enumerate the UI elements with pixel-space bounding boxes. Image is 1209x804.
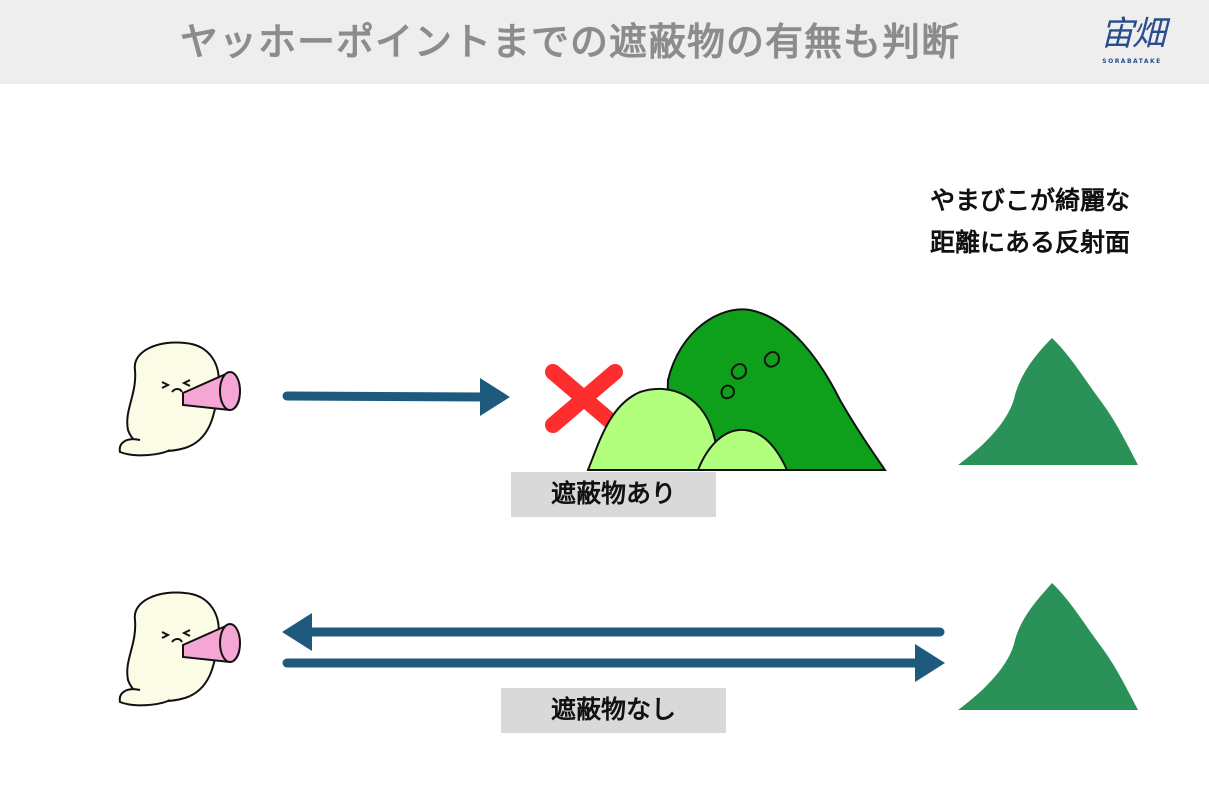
label-obstacle-present: 遮蔽物あり bbox=[511, 472, 716, 517]
seal-character-icon bbox=[118, 341, 220, 457]
logo: 宙畑 bbox=[1100, 14, 1166, 54]
target-label-line2: 距離にある反射面 bbox=[930, 228, 1131, 257]
target-label: やまびこが綺麗な 距離にある反射面 bbox=[930, 180, 1190, 264]
label-no-obstacle: 遮蔽物なし bbox=[501, 688, 726, 733]
outgoing-arrow-clear bbox=[282, 644, 945, 682]
mountain-icon bbox=[958, 583, 1138, 710]
target-label-line1: やまびこが綺麗な bbox=[930, 186, 1131, 215]
obstacle-hills-icon bbox=[586, 308, 887, 471]
page-title: ヤッホーポイントまでの遮蔽物の有無も判断 bbox=[180, 20, 961, 64]
logo-subtext: SORABATAKE bbox=[1102, 58, 1162, 65]
megaphone-icon bbox=[182, 623, 241, 664]
megaphone-icon bbox=[182, 371, 241, 412]
mountain-icon bbox=[958, 338, 1138, 465]
header-bar bbox=[0, 0, 1209, 84]
seal-character-icon bbox=[118, 591, 220, 707]
cross-mark-icon bbox=[545, 364, 623, 433]
outgoing-arrow-blocked bbox=[282, 378, 510, 416]
returning-echo-arrow bbox=[282, 613, 945, 651]
